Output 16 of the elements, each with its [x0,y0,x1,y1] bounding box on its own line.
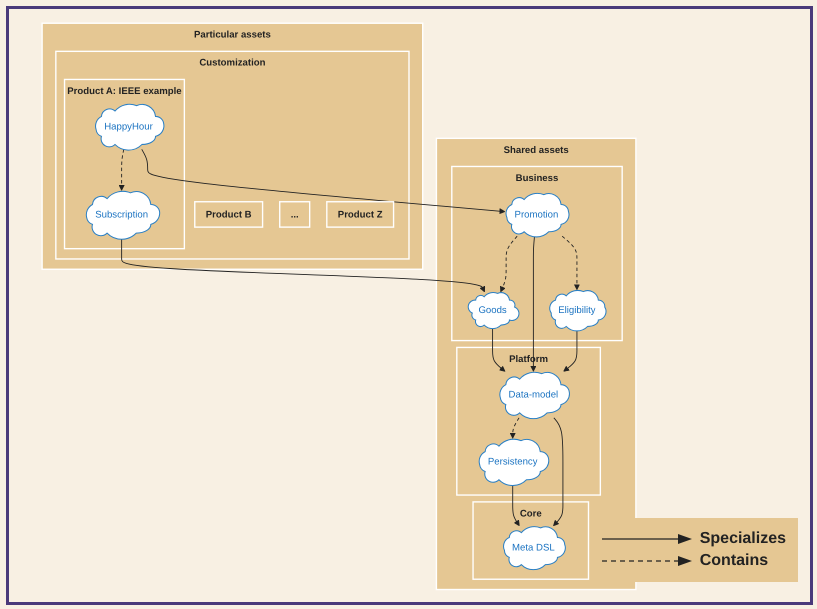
arrow [562,236,580,290]
node-box: ... [279,201,310,228]
node-box: Product B [194,201,264,228]
arrow [563,330,578,372]
arrow [492,328,506,372]
arrow [553,417,564,526]
arrow [510,417,520,439]
arrow [530,236,536,372]
arrow [141,148,506,214]
arrow [500,236,518,292]
legend-label: Specializes [700,530,786,548]
node-box: Product Z [326,201,394,228]
arrow [512,484,520,526]
arrow [118,148,125,191]
arrow [121,238,486,292]
legend-label: Contains [700,552,768,570]
